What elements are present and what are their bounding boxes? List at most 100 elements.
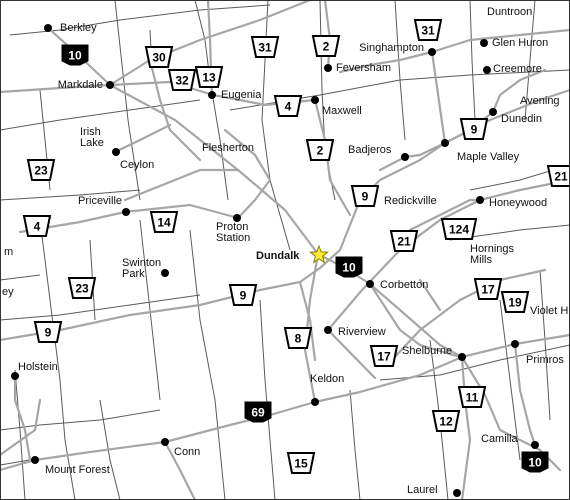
township-line xyxy=(189,229,226,500)
shield-outline xyxy=(286,452,316,474)
shield-outline xyxy=(283,327,313,349)
dundalk-star-icon[interactable] xyxy=(309,244,329,264)
shield-outline xyxy=(67,277,97,299)
shield-outline xyxy=(250,36,280,58)
shield-number: 19 xyxy=(508,296,522,310)
county-road-shield-icon[interactable]: 13 xyxy=(194,66,224,88)
shield-outline xyxy=(167,69,197,91)
shield-number: 14 xyxy=(157,216,171,230)
shield-outline xyxy=(413,19,443,41)
road-segment xyxy=(108,83,562,472)
county-road-shield-icon[interactable]: 30 xyxy=(144,46,174,68)
shield-number: 2 xyxy=(317,144,324,158)
priceville-label[interactable]: Priceville xyxy=(78,195,122,207)
edge-ey-label[interactable]: ey xyxy=(2,286,14,298)
road-segment xyxy=(430,50,447,145)
shelburne-label[interactable]: Shelburne xyxy=(402,345,452,357)
county-road-shield-icon[interactable]: 31 xyxy=(250,36,280,58)
county-road-shield-icon[interactable]: 124 xyxy=(440,218,478,240)
highway-shield-icon[interactable]: 10 xyxy=(61,44,89,66)
conn-label[interactable]: Conn xyxy=(174,446,200,458)
badjeros-label[interactable]: Badjeros xyxy=(348,144,392,156)
county-road-shield-icon[interactable]: 4 xyxy=(22,215,52,237)
berkley-label[interactable]: Berkley xyxy=(60,22,97,34)
county-road-shield-icon[interactable]: 23 xyxy=(26,159,56,181)
proton-station-marker-icon xyxy=(233,214,241,222)
star-icon[interactable] xyxy=(309,244,329,264)
priceville-marker-icon xyxy=(122,208,130,216)
county-road-shield-icon[interactable]: 17 xyxy=(473,278,503,300)
edge-m-label[interactable]: m xyxy=(4,246,13,258)
camilla-label[interactable]: Camilla xyxy=(481,433,519,445)
county-road-shield-icon[interactable]: 9 xyxy=(350,185,380,207)
township-line xyxy=(139,219,161,401)
county-road-shield-icon[interactable]: 21 xyxy=(546,165,570,187)
label-line: Singhampton xyxy=(359,42,424,54)
label-line: Park xyxy=(122,268,145,280)
county-road-shield-icon[interactable]: 21 xyxy=(389,230,419,252)
creemore-label[interactable]: Creemore xyxy=(493,63,542,75)
laurel-label[interactable]: Laurel xyxy=(407,484,438,496)
markdale-label[interactable]: Markdale xyxy=(58,79,103,91)
shield-outline xyxy=(244,401,272,423)
riverview-label[interactable]: Riverview xyxy=(338,326,386,338)
maple-valley-label[interactable]: Maple Valley xyxy=(457,151,520,163)
road-segment xyxy=(338,50,434,74)
county-road-shield-icon[interactable]: 9 xyxy=(228,284,258,306)
dundalk-label[interactable]: Dundalk xyxy=(256,250,300,262)
duntroon-label[interactable]: Duntroon xyxy=(487,6,532,18)
laurel-marker-icon xyxy=(453,489,461,497)
county-road-shield-icon[interactable]: 2 xyxy=(305,139,335,161)
feversham-label[interactable]: Feversham xyxy=(336,62,391,74)
maxwell-label[interactable]: Maxwell xyxy=(322,105,362,117)
dunedin-label[interactable]: Dunedin xyxy=(501,113,542,125)
avening-label[interactable]: Avening xyxy=(520,95,560,107)
honeywood-label[interactable]: Honeywood xyxy=(489,197,547,209)
keldon-label[interactable]: Keldon xyxy=(310,373,344,385)
ceylon-label[interactable]: Ceylon xyxy=(120,159,154,171)
road-segment xyxy=(378,141,447,172)
county-road-shield-icon[interactable]: 17 xyxy=(369,345,399,367)
county-road-shield-icon[interactable]: 32 xyxy=(167,69,197,91)
singhampton-label[interactable]: Singhampton xyxy=(359,42,424,54)
highway-shield-icon[interactable]: 69 xyxy=(244,401,272,423)
flesherton-label[interactable]: Flesherton xyxy=(202,142,254,154)
swinton-park-marker-icon xyxy=(161,269,169,277)
primrose-label[interactable]: Primros xyxy=(526,354,564,366)
highway-shield-icon[interactable]: 10 xyxy=(521,451,549,473)
county-road-shield-icon[interactable]: 4 xyxy=(273,95,303,117)
county-road-shield-icon[interactable]: 9 xyxy=(459,118,489,140)
holstein-label[interactable]: Holstein xyxy=(18,361,58,373)
eugenia-label[interactable]: Eugenia xyxy=(221,89,262,101)
county-road-shield-icon[interactable]: 11 xyxy=(457,386,487,408)
county-road-shield-icon[interactable]: 23 xyxy=(67,277,97,299)
badjeros-marker-icon xyxy=(401,153,409,161)
glen-huron-label[interactable]: Glen Huron xyxy=(492,37,548,49)
road-segment xyxy=(491,68,547,114)
county-road-shield-icon[interactable]: 2 xyxy=(311,35,341,57)
redickville-label[interactable]: Redickville xyxy=(384,195,437,207)
county-road-shield-icon[interactable]: 9 xyxy=(33,321,63,343)
corbetton-label[interactable]: Corbetton xyxy=(380,279,428,291)
conn-marker-icon xyxy=(161,438,169,446)
label-line: ey xyxy=(2,286,14,298)
township-line xyxy=(499,299,521,461)
county-road-shield-icon[interactable]: 12 xyxy=(431,410,461,432)
mount-forest-label[interactable]: Mount Forest xyxy=(45,464,110,476)
road-segment xyxy=(13,374,32,462)
highway-shield-icon[interactable]: 10 xyxy=(335,256,363,278)
township-line xyxy=(259,299,276,500)
county-road-shield-icon[interactable]: 15 xyxy=(286,452,316,474)
county-road-shield-icon[interactable]: 14 xyxy=(149,211,179,233)
glen-huron-marker-icon xyxy=(480,39,488,47)
county-road-shield-icon[interactable]: 31 xyxy=(413,19,443,41)
township-line xyxy=(539,269,551,421)
violet-hill-label[interactable]: Violet H xyxy=(530,305,568,317)
county-road-shield-icon[interactable]: 19 xyxy=(500,291,530,313)
county-road-shield-icon[interactable]: 8 xyxy=(283,327,313,349)
